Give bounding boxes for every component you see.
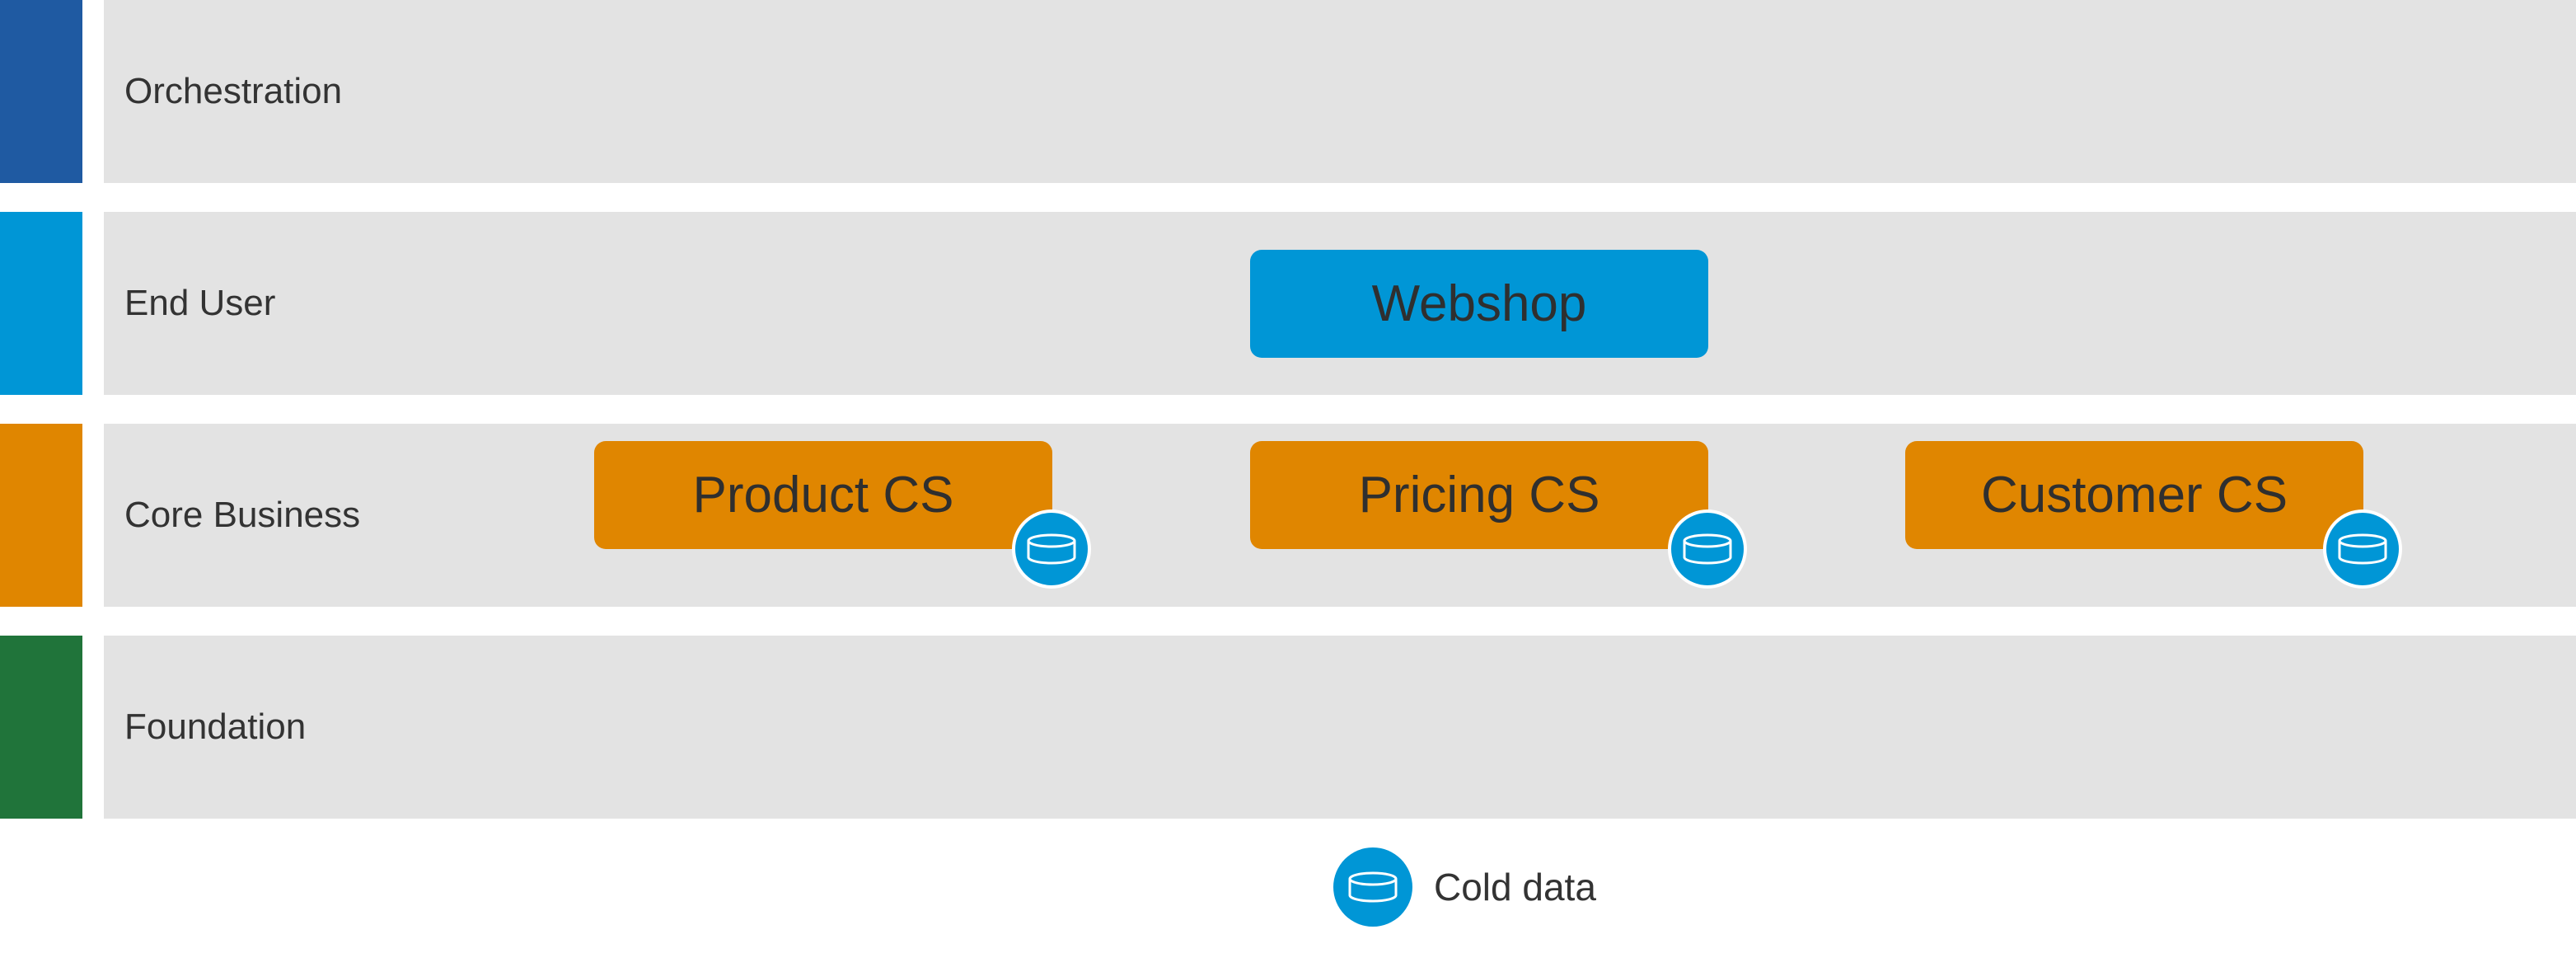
layer-label: End User bbox=[124, 283, 276, 323]
service-webshop[interactable]: Webshop bbox=[1250, 250, 1708, 358]
cylinder-glyph bbox=[1027, 533, 1076, 565]
layer-label: Orchestration bbox=[124, 71, 343, 111]
layer-color-stripe bbox=[0, 636, 82, 819]
layer-foundation: Foundation bbox=[0, 636, 2576, 819]
cylinder-glyph bbox=[2338, 533, 2387, 565]
cylinder-glyph bbox=[1683, 533, 1732, 565]
layer-color-stripe bbox=[0, 424, 82, 607]
layer-band bbox=[104, 0, 2576, 183]
service-customer-cs[interactable]: Customer CS bbox=[1905, 441, 2363, 549]
database-icon bbox=[1333, 847, 1412, 927]
service-product-cs[interactable]: Product CS bbox=[594, 441, 1052, 549]
layer-label: Foundation bbox=[124, 707, 307, 747]
legend-label: Cold data bbox=[1434, 866, 1596, 908]
service-pricing-cs[interactable]: Pricing CS bbox=[1250, 441, 1708, 549]
database-icon bbox=[1668, 509, 1747, 589]
database-icon bbox=[2323, 509, 2402, 589]
layer-orchestration: Orchestration bbox=[0, 0, 2576, 183]
layer-label: Core Business bbox=[124, 495, 361, 535]
layer-color-stripe bbox=[0, 0, 82, 183]
cylinder-glyph bbox=[1348, 871, 1398, 903]
layer-color-stripe bbox=[0, 212, 82, 395]
layer-band bbox=[104, 636, 2576, 819]
database-icon bbox=[1012, 509, 1091, 589]
